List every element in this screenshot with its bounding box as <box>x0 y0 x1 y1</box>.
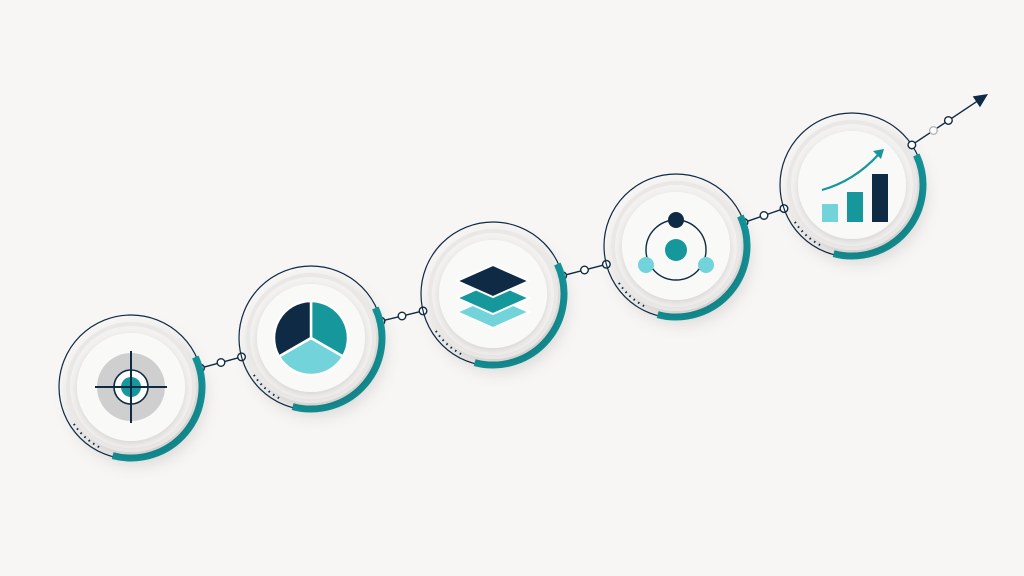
bar-small <box>822 204 838 222</box>
connector-dot <box>907 140 917 150</box>
growth-chart-icon <box>821 149 888 222</box>
node-center <box>665 239 687 261</box>
trend-arrow-head <box>873 149 884 159</box>
accent-arc <box>291 306 386 413</box>
pie-chart-icon <box>272 299 350 377</box>
step-node <box>603 173 751 321</box>
step-node <box>420 221 568 369</box>
accent-arc <box>473 262 568 369</box>
node-right <box>698 257 714 273</box>
layer-top <box>454 263 532 299</box>
bar-tall <box>872 174 888 222</box>
connector-dot <box>943 115 953 125</box>
accent-arc <box>111 355 206 462</box>
step-node <box>779 112 927 260</box>
accent-arc <box>656 214 751 321</box>
connector-dot <box>580 265 590 275</box>
step-nodes <box>58 112 927 462</box>
accent-arc <box>832 153 927 260</box>
step-node <box>58 314 206 462</box>
network-nodes-icon <box>638 212 714 281</box>
arrow-head-icon <box>972 94 988 108</box>
bar-medium <box>847 192 863 222</box>
target-icon <box>95 351 167 423</box>
layers-icon <box>454 263 532 330</box>
inner-disc <box>798 131 906 239</box>
node-top <box>668 212 684 228</box>
trend-arrow <box>907 94 988 150</box>
connector-dot <box>216 358 226 368</box>
trend-line <box>821 154 879 192</box>
step-node <box>238 265 386 413</box>
connector-dot <box>397 311 407 321</box>
connector-dot <box>759 210 769 220</box>
node-left <box>638 257 654 273</box>
connector-dot <box>928 126 938 136</box>
pie-slice-navy <box>272 299 313 359</box>
